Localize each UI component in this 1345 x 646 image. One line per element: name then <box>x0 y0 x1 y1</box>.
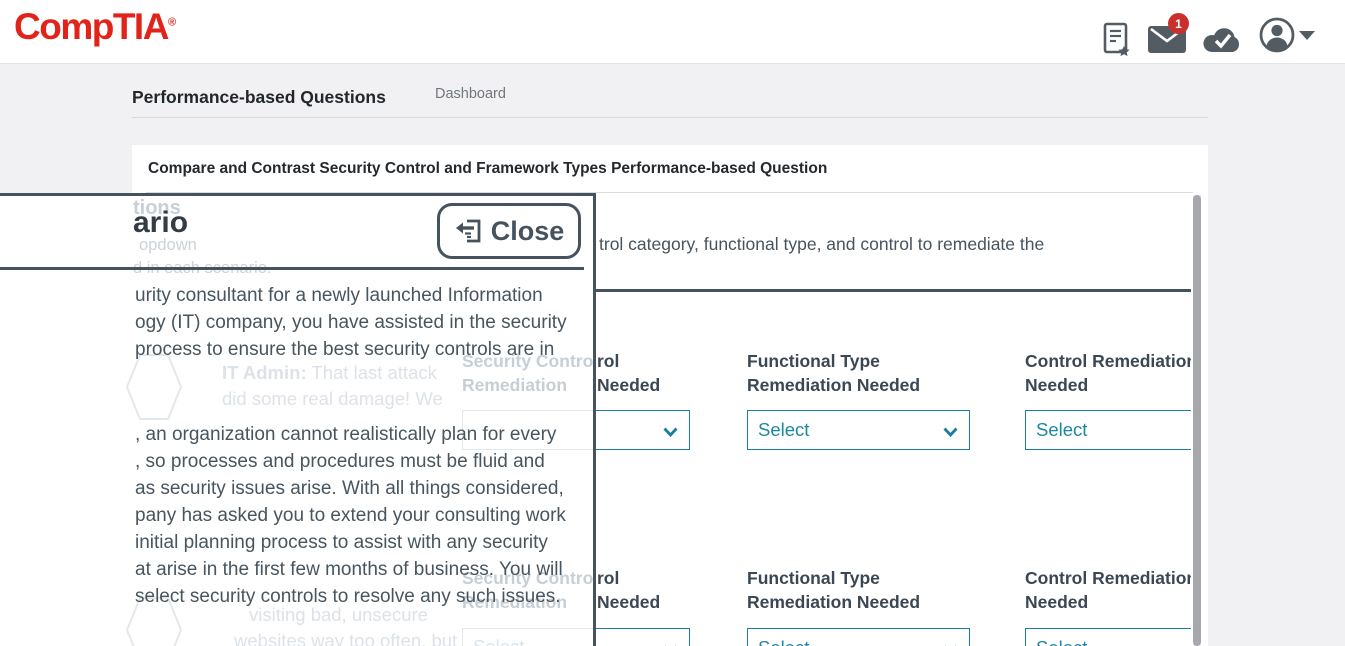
faded-chat-line: websites way too often, but <box>234 630 458 646</box>
col2-header-row2-line2: Remediation Needed <box>747 592 921 612</box>
chevron-down-icon <box>943 427 958 437</box>
chevron-down-icon <box>663 427 678 437</box>
scenario-line: at arise in the first few months of busi… <box>135 559 563 580</box>
breadcrumb-divider <box>132 117 1208 118</box>
cloud-check-icon[interactable] <box>1203 25 1243 58</box>
faded-col1-line2: Remediation <box>462 375 568 395</box>
faded-col1-line1: Security Control <box>462 568 596 588</box>
scenario-line: process to ensure the best security cont… <box>135 339 555 360</box>
close-button-label: Close <box>490 215 565 246</box>
scenario-line: , an organization cannot realistically p… <box>135 424 557 445</box>
section-divider <box>150 289 1191 292</box>
col3-header-row1-line1: Control Remediation <box>1025 351 1191 371</box>
scenario-line: , so processes and procedures must be fl… <box>135 451 545 472</box>
col3-header-row2: Control Remediation Needed <box>1025 566 1191 614</box>
question-card-title: Compare and Contrast Security Control an… <box>148 160 828 177</box>
scenario-line: urity consultant for a newly launched In… <box>135 285 543 306</box>
faded-col1-line1: Security Control <box>462 351 596 371</box>
scenario-line: select security controls to resolve any … <box>135 586 561 607</box>
faded-select-outline-row1 <box>462 410 593 450</box>
faded-text-fragment: opdown <box>139 236 197 254</box>
col1-header-row2: rol Needed <box>597 566 660 614</box>
col3-select-row1-clip: Select <box>1025 410 1191 452</box>
report-icon[interactable] <box>1102 22 1132 63</box>
mail-badge-count: 1 <box>1175 16 1182 31</box>
select-control-remediation-row1[interactable]: Select <box>1025 410 1191 450</box>
col2-header-row2: Functional Type Remediation Needed <box>747 566 920 614</box>
faded-select-label: Select <box>473 636 524 646</box>
col3-header-row2-clip: Control Remediation Needed <box>1025 566 1191 616</box>
col3-header-row2-line1: Control Remediation <box>1025 568 1191 588</box>
card-title-divider <box>146 192 1193 193</box>
faded-col1-header-row2: Security Control Remediation <box>462 566 596 614</box>
col3-select-row2-clip: Select <box>1025 628 1191 646</box>
scenario-line: as security issues arise. With all thing… <box>135 478 564 499</box>
faded-heading-fragment: tions <box>133 197 181 219</box>
tab-dashboard[interactable]: Dashboard <box>435 86 506 102</box>
scrollbar-track <box>1193 195 1201 646</box>
col2-header-row1: Functional Type Remediation Needed <box>747 349 920 397</box>
account-dropdown-caret[interactable] <box>1299 31 1315 40</box>
col3-header-row2-line2: Needed <box>1025 592 1089 612</box>
col1-header-row1-line2: Needed <box>597 375 661 395</box>
col2-header-row2-line1: Functional Type <box>747 568 880 588</box>
scenario-line: ogy (IT) company, you have assisted in t… <box>135 312 567 333</box>
close-button[interactable]: Close <box>437 203 581 259</box>
top-bar: CompTIA® 1 <box>0 0 1345 64</box>
page-title: Performance-based Questions <box>132 87 386 107</box>
col1-header-row1-line1: rol <box>597 351 620 371</box>
modal-header-divider <box>0 267 584 270</box>
col3-header-row1: Control Remediation Needed <box>1025 349 1191 397</box>
col3-header-row1-clip: Control Remediation Needed <box>1025 349 1191 399</box>
col1-header-row2-line1: rol <box>597 568 620 588</box>
select-value: Select <box>758 419 810 440</box>
faded-chat-line: IT Admin: That last attack <box>222 362 437 384</box>
scenario-line: pany has asked you to extend your consul… <box>135 505 566 526</box>
logo-text: CompTIA <box>14 6 169 47</box>
instruction-text-fragment: trol category, functional type, and cont… <box>599 234 1045 254</box>
faded-col1-line2: Remediation <box>462 592 568 612</box>
faded-chat-text: That last attack <box>311 362 437 383</box>
col2-header-row1-line2: Remediation Needed <box>747 375 921 395</box>
select-value: Select <box>1036 637 1087 646</box>
modal-heading-fragment: ario <box>133 206 189 239</box>
scenario-modal: tions opdown d in each scenario. IT Admi… <box>0 193 596 646</box>
faded-chat-speaker: IT Admin: <box>222 362 307 383</box>
select-control-remediation-row2[interactable]: Select <box>1025 628 1191 646</box>
close-exit-icon <box>455 219 481 243</box>
col2-header-row1-line1: Functional Type <box>747 351 880 371</box>
scrollbar-thumb[interactable] <box>1193 195 1201 646</box>
select-functional-type-row2[interactable]: Select <box>747 628 970 646</box>
select-functional-type-row1[interactable]: Select <box>747 410 970 450</box>
logo-registered-mark: ® <box>167 16 177 29</box>
col1-header-row2-line2: Needed <box>597 592 661 612</box>
faded-hexagon-avatar <box>126 597 182 646</box>
comptia-logo[interactable]: CompTIA® <box>14 6 176 48</box>
faded-hexagon-avatar <box>126 354 182 420</box>
faded-col1-header-row1: Security Control Remediation <box>462 349 596 397</box>
col1-header-row1: rol Needed <box>597 349 660 397</box>
mail-badge: 1 <box>1168 13 1189 34</box>
account-avatar-icon[interactable] <box>1258 16 1296 59</box>
col3-header-row1-line2: Needed <box>1025 375 1089 395</box>
faded-chat-line: visiting bad, unsecure <box>249 604 428 625</box>
select-value: Select <box>1036 419 1088 440</box>
scenario-line: initial planning process to assist with … <box>135 532 548 553</box>
faded-select-outline-row2: Select <box>462 628 593 646</box>
select-value: Select <box>758 637 809 646</box>
faded-chat-line: did some real damage! We <box>222 388 443 409</box>
